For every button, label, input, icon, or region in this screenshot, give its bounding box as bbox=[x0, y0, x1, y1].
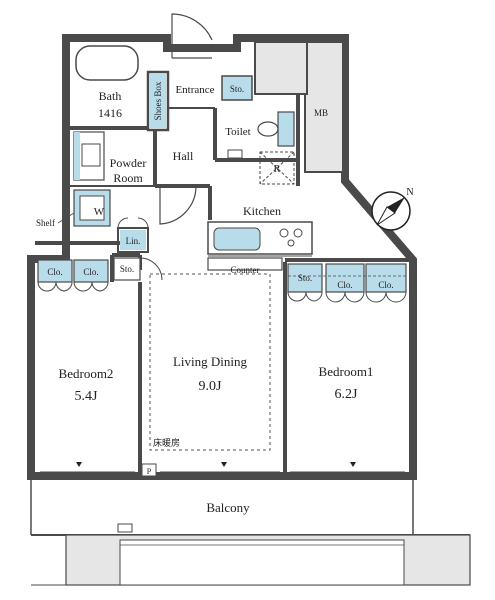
bath-size-label: 1416 bbox=[98, 106, 122, 120]
storage-right-label: Sto. bbox=[298, 273, 312, 283]
closet-right-1-label: Clo. bbox=[337, 280, 352, 290]
hall-label: Hall bbox=[173, 149, 194, 163]
compass-north-label: N bbox=[406, 187, 413, 198]
bathtub bbox=[75, 45, 139, 81]
closet-left-2-label: Clo. bbox=[83, 267, 98, 277]
interior-walls bbox=[35, 70, 410, 472]
linen-doors bbox=[117, 217, 149, 229]
pipe-space-label: P bbox=[147, 467, 152, 476]
bedroom1-size-label: 6.2J bbox=[335, 387, 359, 402]
shoes-box-fixture bbox=[150, 74, 166, 128]
entrance-storage-label: Sto. bbox=[230, 84, 244, 94]
powder-room-vanity bbox=[73, 131, 105, 181]
left-closets bbox=[37, 257, 163, 292]
floor-heating-area bbox=[149, 273, 271, 451]
compass-icon bbox=[371, 191, 411, 231]
washer bbox=[73, 189, 111, 227]
shoes-box-label: Shoes Box bbox=[153, 81, 163, 120]
kitchen-label: Kitchen bbox=[243, 204, 281, 218]
closet-left-1-label: Clo. bbox=[47, 267, 62, 277]
balcony-label: Balcony bbox=[206, 500, 250, 515]
bedroom2-size-label: 5.4J bbox=[75, 389, 99, 404]
toilet-label: Toilet bbox=[225, 126, 251, 138]
toilet-fixture bbox=[257, 111, 295, 147]
refrigerator bbox=[259, 151, 295, 185]
pipe-space bbox=[141, 463, 157, 477]
shelf-leader bbox=[57, 212, 75, 224]
shelf-label: Shelf bbox=[36, 218, 55, 228]
stove bbox=[279, 228, 303, 247]
balcony bbox=[30, 480, 471, 586]
linen-label: Lin. bbox=[126, 236, 141, 246]
bath-label: Bath bbox=[99, 89, 122, 103]
entrance-door bbox=[171, 13, 213, 59]
window-sashes bbox=[40, 471, 405, 480]
bedroom1-label: Bedroom1 bbox=[319, 364, 374, 379]
kitchen-counter bbox=[207, 221, 313, 257]
closet-right-2-label: Clo. bbox=[378, 280, 393, 290]
bedroom2-label: Bedroom2 bbox=[59, 366, 114, 381]
counter-label: Counter bbox=[231, 265, 260, 275]
floor-heating-label: 床暖房 bbox=[153, 437, 180, 448]
storage-left-label: Sto. bbox=[120, 264, 134, 274]
entrance-label: Entrance bbox=[175, 84, 214, 96]
living-dining-size-label: 9.0J bbox=[199, 379, 223, 394]
washer-label: W bbox=[94, 206, 105, 218]
counter-bar bbox=[207, 257, 283, 271]
mb-shaft bbox=[254, 41, 344, 173]
mb-label: MB bbox=[314, 108, 328, 118]
bottom-windows bbox=[76, 462, 356, 467]
powder-room-label: Powder bbox=[110, 156, 147, 170]
exterior-walls bbox=[27, 34, 417, 480]
hall-door bbox=[159, 185, 197, 225]
refrigerator-label: R bbox=[274, 164, 281, 175]
linen-fixture bbox=[120, 230, 146, 250]
powder-room-label-2: Room bbox=[113, 171, 143, 185]
entrance-storage bbox=[221, 75, 253, 101]
living-dining-label: Living Dining bbox=[173, 354, 248, 369]
toilet-sink bbox=[227, 149, 243, 159]
right-closets bbox=[287, 263, 407, 303]
